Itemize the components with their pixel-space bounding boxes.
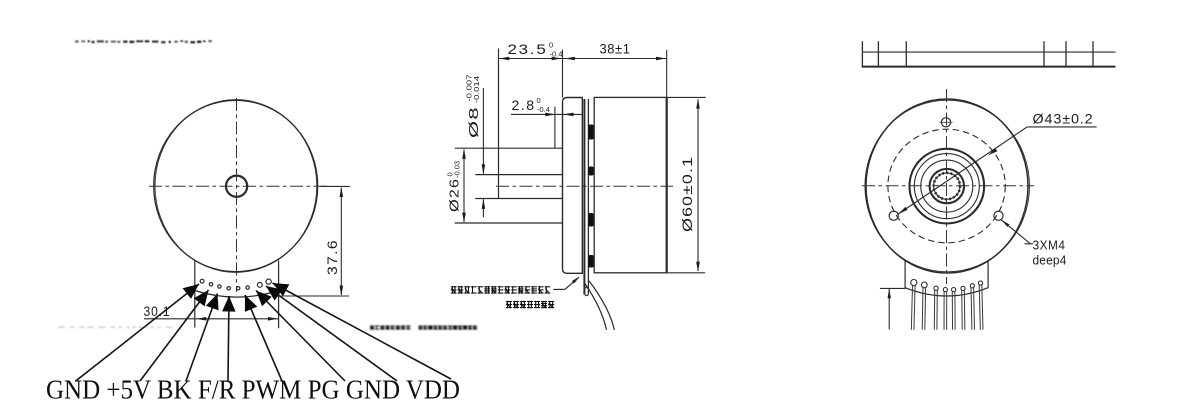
svg-text:Ø8: Ø8 (466, 106, 481, 138)
svg-text:3XM4: 3XM4 (1033, 238, 1066, 253)
svg-text:-0.4: -0.4 (550, 50, 563, 59)
svg-text:Ø26: Ø26 (447, 178, 462, 212)
svg-text:23.5: 23.5 (508, 42, 548, 57)
svg-text:2.8: 2.8 (512, 98, 536, 113)
svg-text:-0.014: -0.014 (474, 76, 481, 103)
svg-text:GND +5V BK F/R PWM PG GND VDD: GND +5V BK F/R PWM PG GND VDD (46, 374, 460, 405)
svg-text:38±1: 38±1 (600, 42, 631, 57)
svg-text:-0.007: -0.007 (467, 74, 474, 101)
svg-text:37.6: 37.6 (325, 239, 340, 275)
svg-text:Ø43±0.2: Ø43±0.2 (1033, 112, 1094, 127)
svg-text:deep4: deep4 (1033, 253, 1067, 268)
svg-text:0: 0 (549, 41, 553, 50)
svg-text:-0.03: -0.03 (453, 161, 462, 178)
svg-text:Ø60±0.1: Ø60±0.1 (680, 156, 695, 232)
svg-text:0: 0 (537, 96, 541, 105)
svg-text:30.1: 30.1 (144, 304, 171, 319)
svg-text:0: 0 (446, 172, 455, 176)
svg-text:-0.4: -0.4 (537, 105, 550, 114)
